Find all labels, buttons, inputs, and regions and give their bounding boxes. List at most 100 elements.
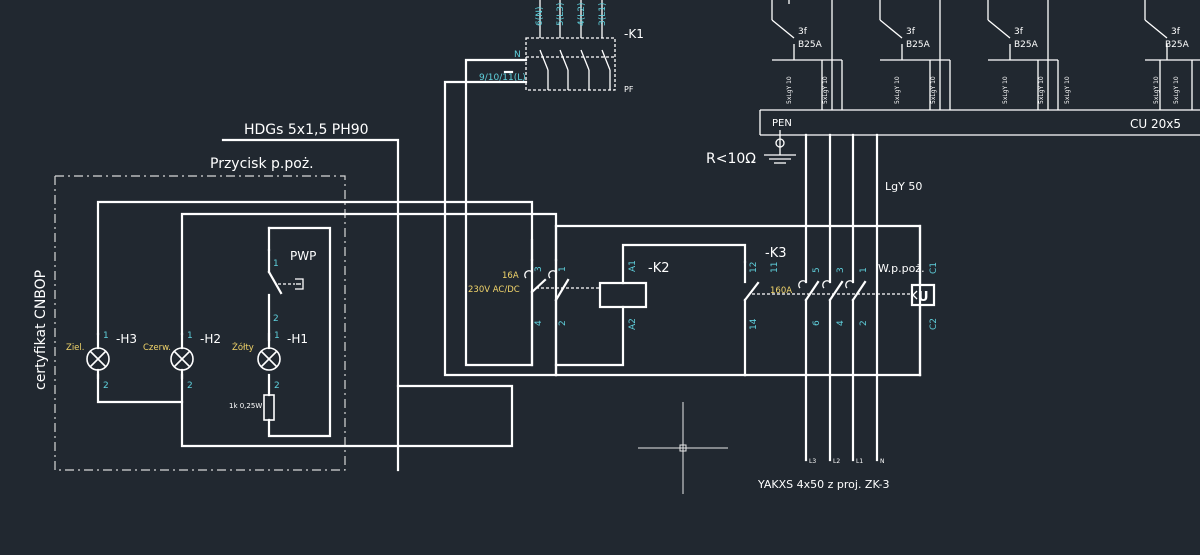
contactor-k1: 6(N) 5(L3) 4(L2) 3(L1) -K1 PF N 9/10/11(… — [479, 0, 644, 94]
h3-term-2: 2 — [103, 381, 109, 391]
lamp-h1: -H1 Żółty 1 2 — [232, 331, 308, 391]
k3-label: -K3 — [765, 246, 787, 261]
distribution-breakers: 3f B25A 5xLgY 10 5xLgY 10 3f B25A 5xLgY … — [759, 0, 1200, 136]
pen-cable-label: LgY 50 — [885, 180, 922, 193]
breaker-2-cable-b: 5xLgY 10 — [930, 76, 937, 104]
aux-term-3: 3 — [534, 266, 544, 272]
h1-term-2: 2 — [274, 381, 280, 391]
breaker-4-cable-b: 5xLgY 10 — [1173, 76, 1180, 104]
k1-n-label: N — [514, 50, 521, 60]
breaker-1-cable-a: 5xLgY 10 — [786, 76, 793, 104]
k3-term-2: 2 — [859, 320, 869, 326]
pen-label: PEN — [772, 118, 792, 129]
k1-term-l2: 4(L2) — [577, 3, 587, 27]
breaker-4-cable-a: 5xLgY 10 — [1153, 76, 1160, 104]
out-l3: L3 — [809, 458, 816, 465]
h3-color: Ziel. — [66, 343, 84, 353]
out-l1: L1 — [856, 458, 863, 465]
resistor-label: 1k 0,25W — [229, 402, 262, 410]
breaker-4-poles: 3f — [1171, 27, 1181, 37]
h1-color: Żółty — [232, 342, 254, 353]
pwp-pushbutton: PWP 1 2 — [267, 248, 316, 324]
h1-term-1: 1 — [274, 331, 280, 341]
k2-a2: A2 — [628, 318, 638, 330]
h2-color: Czerw. — [143, 343, 171, 353]
breaker-1-cable-b: 5xLgY 10 — [822, 76, 829, 104]
breaker-3-poles: 3f — [1014, 27, 1024, 37]
cable-hdgs: HDGs 5x1,5 PH90 — [221, 122, 400, 472]
aux-contacts-16a: 16A 230V AC/DC 3 1 4 2 — [468, 258, 600, 377]
breaker-3-cable-c: 5xLgY 10 — [1064, 76, 1071, 104]
k1-feed-wires — [443, 58, 747, 377]
k1-aux-label: 9/10/11(L) — [479, 73, 526, 83]
k3-term-11: 11 — [770, 262, 780, 273]
aux-term-1: 1 — [558, 266, 568, 272]
pen-earthing: R<10Ω LgY 50 — [706, 130, 922, 193]
breaker-group-3: 3f B25A 5xLgY 10 5xLgY 10 5xLgY 10 — [987, 0, 1071, 110]
breaker-1-poles: 3f — [798, 27, 808, 37]
k2-label: -K2 — [648, 261, 670, 276]
fire-switch-release: U W.p.poż. C1 C2 — [878, 224, 939, 377]
k3-term-1: 1 — [859, 267, 869, 273]
breaker-group-2: 3f B25A 5xLgY 10 5xLgY 10 — [879, 0, 951, 110]
lamp-h3: -H3 Ziel. 1 2 — [66, 331, 137, 391]
pwp-label: PWP — [290, 249, 316, 263]
output-cable-label: YAKXS 4x50 z proj. ZK-3 — [757, 478, 890, 491]
rating-16a: 16A — [502, 271, 519, 281]
indicator-wires — [96, 200, 922, 448]
k3-term-14: 14 — [749, 318, 759, 330]
h1-label: -H1 — [287, 332, 308, 346]
aux-term-4: 4 — [534, 320, 544, 326]
rating-230v: 230V AC/DC — [468, 285, 520, 295]
k3-term-4: 4 — [836, 320, 846, 326]
lamp-h2: -H2 Czerw. 1 2 — [143, 331, 221, 391]
k1-term-n: 6(N) — [535, 7, 545, 26]
pwp-term-1: 1 — [273, 259, 279, 269]
k3-term-12: 12 — [749, 262, 759, 273]
cad-crosshair-cursor[interactable] — [638, 402, 728, 494]
earth-resistance-label: R<10Ω — [706, 151, 756, 167]
fire-button-enclosure: Przycisk p.poż. certyfikat CNBOP — [33, 156, 346, 471]
k3-term-5: 5 — [812, 267, 822, 273]
breaker-1-rating: B25A — [798, 40, 823, 50]
breaker-group-4: 3f B25A 5xLgY 10 5xLgY 10 — [1144, 0, 1200, 110]
breaker-2-cable-a: 5xLgY 10 — [894, 76, 901, 104]
undervoltage-symbol: U — [918, 290, 929, 305]
h2-term-1: 1 — [187, 331, 193, 341]
breaker-group-1: 3f B25A 5xLgY 10 5xLgY 10 — [771, 0, 843, 110]
fire-button-title: Przycisk p.poż. — [210, 156, 314, 172]
k3-term-6: 6 — [812, 320, 822, 326]
contactor-k3: -K3 12 11 14 160A 5 3 1 6 4 2 — [743, 133, 912, 462]
fire-switch-c1: C1 — [929, 262, 939, 274]
k1-pf-label: PF — [624, 85, 634, 94]
k1-term-l3: 5(L3) — [556, 3, 566, 27]
busbar-label: CU 20x5 — [1130, 117, 1181, 131]
breaker-3-cable-a: 5xLgY 10 — [1002, 76, 1009, 104]
fire-switch-label: W.p.poż. — [878, 262, 925, 275]
h2-term-2: 2 — [187, 381, 193, 391]
breaker-2-poles: 3f — [906, 27, 916, 37]
breaker-2-rating: B25A — [906, 40, 931, 50]
k1-term-l1: 3(L1) — [598, 3, 608, 27]
k3-term-3: 3 — [836, 267, 846, 273]
k1-label: -K1 — [624, 27, 644, 41]
cable-hdgs-label: HDGs 5x1,5 PH90 — [244, 122, 369, 138]
aux-term-2: 2 — [558, 320, 568, 326]
resistor: 1k 0,25W — [229, 394, 275, 421]
k2-a1: A1 — [628, 260, 638, 272]
breaker-3-rating: B25A — [1014, 40, 1039, 50]
out-n: N — [880, 458, 885, 465]
fire-switch-c2: C2 — [929, 318, 939, 330]
output-cable: L3 L2 L1 N YAKXS 4x50 z proj. ZK-3 — [757, 458, 890, 491]
h3-label: -H3 — [116, 332, 137, 346]
h2-label: -H2 — [200, 332, 221, 346]
certificate-label: certyfikat CNBOP — [33, 270, 49, 390]
h3-term-1: 1 — [103, 331, 109, 341]
pwp-term-2: 2 — [273, 314, 279, 324]
breaker-4-rating: B25A — [1165, 40, 1190, 50]
coil-k2: -K2 A1 A2 — [554, 243, 747, 367]
breaker-3-cable-b: 5xLgY 10 — [1038, 76, 1045, 104]
out-l2: L2 — [833, 458, 840, 465]
rating-160a: 160A — [770, 286, 792, 296]
